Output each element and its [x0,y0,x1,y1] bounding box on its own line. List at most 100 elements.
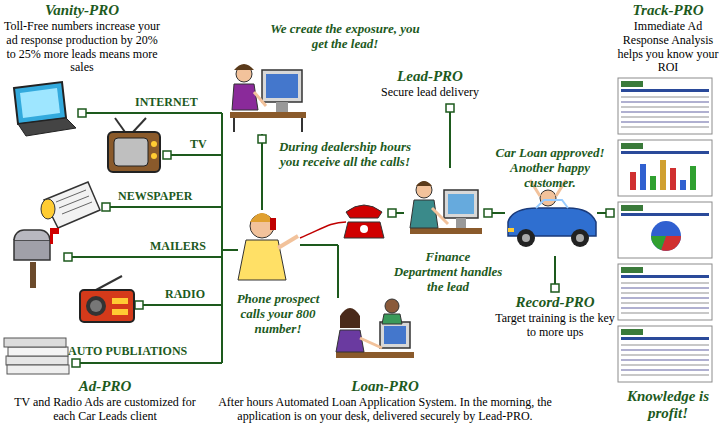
magazines-icon [4,338,69,374]
phone-man-figure-part [270,218,276,230]
report-thumbnail-part [670,168,676,190]
tv-icon [108,118,160,172]
report-thumbnail-part [621,111,709,113]
loan-workers-figure-part [382,314,402,324]
wire-part [554,256,556,288]
report-thumbnail [618,140,712,196]
wire-end-marker-part [446,104,454,112]
report-thumbnail-part [621,344,709,346]
wire-part [449,108,451,168]
body-label: After hours Automated Loan Application S… [205,396,565,424]
body-label: Secure lead delivery [370,86,490,100]
report-thumbnail-part [621,292,709,294]
computer-worker-figure-part [230,112,306,118]
callout-label: Finance Department handles the lead [393,250,503,295]
report-thumbnail-part [618,202,712,258]
mailbox-icon-part [14,230,50,240]
telephone-icon [344,205,384,238]
tv-icon-part [114,138,148,166]
wire-part [78,112,222,114]
loan-workers-figure-part [380,322,410,348]
wire-part [221,113,223,363]
tv-icon-part [151,141,157,147]
report-thumbnail-part [651,236,666,250]
report-thumbnail-part [621,213,709,216]
finance-worker-figure-part [448,194,474,214]
wire-part [102,206,222,208]
report-thumbnail-part [621,275,709,278]
body-label: Target training is the key to more ups [495,312,615,340]
car-figure-part [576,234,584,242]
finance-worker-figure-part [432,208,448,224]
wire-end-marker-part [102,203,110,211]
tv-icon-part [133,118,146,132]
finance-worker-figure-part [416,181,432,186]
newspaper-icon-part [41,199,55,219]
wire-part [64,256,222,258]
report-thumbnail-part [621,287,709,289]
loan-workers-figure-part [385,299,399,313]
loan-workers-figure-part [340,308,360,328]
media-label: TV [190,138,207,152]
heading-label: Knowledge is profit! [613,388,723,423]
report-thumbnail-part [621,143,643,149]
report-thumbnail-part [621,312,709,314]
telephone-icon-part [360,225,368,233]
report-thumbnail-part [621,121,709,123]
finance-worker-figure-part [444,190,478,218]
laptop-icon [14,82,76,136]
report-thumbnail-part [621,297,709,299]
wire-part [261,134,263,210]
loan-workers-figure [336,299,414,358]
media-label: AUTO PUBLIATIONS [68,345,187,359]
report-thumbnail-part [650,176,656,190]
telephone-icon-part [346,205,382,218]
magazines-icon-part [8,347,68,356]
computer-worker-figure-part [232,84,258,110]
computer-worker-figure-part [233,118,235,132]
wire-end-marker-part [551,284,559,292]
report-thumbnail-part [621,329,643,335]
car-figure-part [517,229,535,247]
computer-worker-figure-part [262,70,302,102]
tv-icon-part [115,118,125,132]
wire-end-marker-part [72,359,80,367]
wire-part [72,362,222,364]
newspaper-icon [41,182,100,228]
wire-part [222,249,238,251]
report-thumbnail-part [621,337,709,340]
radio-icon-part [80,290,134,322]
finance-worker-figure-part [410,200,438,228]
loan-workers-figure-part [360,338,382,348]
telephone-icon-part [344,222,384,238]
finance-worker-figure-part [410,228,482,234]
computer-worker-figure-part [266,74,298,98]
body-label: Toll-Free numbers increase your ad respo… [2,20,162,75]
computer-worker-figure-part [234,64,254,70]
tv-icon-part [108,132,160,172]
heading-label: Record-PRO [495,294,615,311]
report-thumbnail-part [621,96,709,98]
wire [64,108,614,363]
tv-icon-part [151,153,157,159]
wire-end-marker [64,104,614,367]
loan-workers-figure-part [384,326,406,344]
report-thumbnail-part [621,106,709,108]
loan-workers-figure-part [336,352,414,358]
car-figure-part [536,200,568,208]
report-thumbnail-part [621,354,709,356]
heading-label: Vanity-PRO [2,2,162,19]
media-label: RADIO [165,288,205,302]
report-thumbnail-part [621,89,709,92]
report-thumbnail-part [618,326,712,382]
report-thumbnail-part [621,151,709,154]
phone-man-figure-part [278,236,298,248]
wire-end-marker-part [163,151,171,159]
report-thumbnail-part [621,364,709,366]
report-thumbnail [618,202,712,258]
report-thumbnail-part [640,164,646,190]
report-thumbnail-part [621,349,709,351]
media-label: MAILERS [150,240,206,254]
